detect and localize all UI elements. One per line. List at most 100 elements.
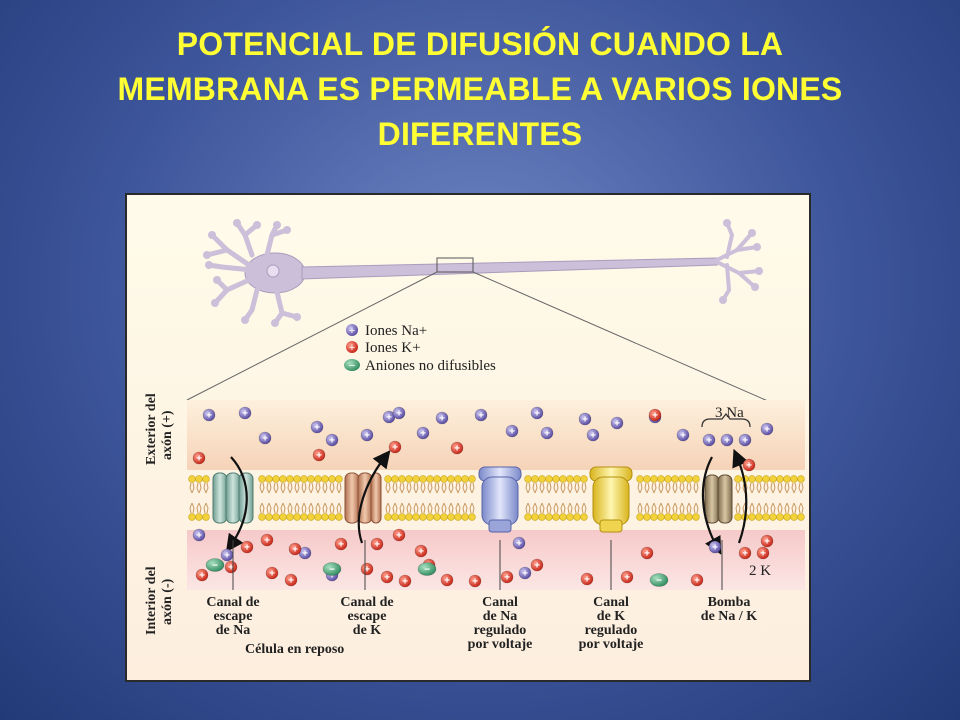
svg-text:+: +: [386, 413, 392, 424]
na-ion: [392, 406, 406, 420]
k-ion: [392, 528, 406, 542]
svg-text:+: +: [764, 537, 770, 548]
svg-text:+: +: [314, 423, 320, 434]
svg-text:+: +: [224, 551, 230, 562]
channel-5-label-2: de Na / K: [701, 609, 758, 624]
exterior-label-2: axón (+): [160, 410, 175, 460]
channel-2-label-2: escape: [348, 609, 387, 624]
anion: [417, 562, 437, 576]
na-ion: [610, 416, 624, 430]
pump-k-in-arrow: [732, 448, 749, 544]
legend-anion-label: Aniones no difusibles: [365, 358, 496, 374]
channel-4-label-1: Canal: [593, 595, 629, 610]
channel-3-label-4: por voltaje: [468, 637, 533, 652]
k-ion: [648, 408, 662, 422]
pump-brace: [701, 412, 751, 428]
na-leak-arrow: [225, 456, 248, 553]
legend-k-swatch: [346, 341, 358, 353]
channel-k-leak: [344, 472, 382, 524]
svg-text:+: +: [534, 561, 540, 572]
title-line-1: POTENCIAL DE DIFUSIÓN CUANDO LA: [176, 26, 784, 62]
svg-text:+: +: [694, 576, 700, 587]
k-ion: [312, 448, 326, 462]
channel-4-label-3: regulado: [585, 623, 638, 638]
na-ion: [676, 428, 690, 442]
channel-k-voltage: [589, 466, 633, 533]
k-ion: [195, 568, 209, 582]
svg-text:+: +: [262, 434, 268, 445]
svg-text:+: +: [384, 573, 390, 584]
k-ion: [192, 451, 206, 465]
k-ion: [334, 537, 348, 551]
svg-text:+: +: [329, 436, 335, 447]
na-k-pump: [704, 474, 733, 524]
k-ion: [530, 558, 544, 572]
svg-text:+: +: [396, 409, 402, 420]
svg-text:+: +: [742, 549, 748, 560]
channel-1-label-3: de Na: [216, 623, 251, 638]
na-ion: [416, 426, 430, 440]
svg-text:−: −: [424, 565, 430, 576]
na-ion: [258, 431, 272, 445]
svg-text:+: +: [454, 444, 460, 455]
svg-text:−: −: [656, 576, 662, 587]
pump-na-out-arrow: [701, 456, 722, 555]
na-ion: [586, 428, 600, 442]
channel-na-leak: [212, 472, 254, 524]
na-ion: [708, 540, 722, 554]
svg-text:+: +: [504, 573, 510, 584]
svg-text:+: +: [269, 569, 275, 580]
channel-3-label-3: regulado: [474, 623, 527, 638]
svg-text:+: +: [292, 545, 298, 556]
channel-1-label-2: escape: [214, 609, 253, 624]
na-ion: [540, 426, 554, 440]
svg-text:+: +: [444, 576, 450, 587]
interior-label-1: Interior del: [144, 566, 159, 635]
svg-text:+: +: [364, 565, 370, 576]
na-ion: [738, 433, 752, 447]
svg-text:+: +: [624, 573, 630, 584]
channel-5-label-1: Bomba: [708, 595, 751, 610]
svg-text:−: −: [329, 565, 335, 576]
exterior-region: [187, 400, 805, 470]
svg-text:+: +: [402, 577, 408, 588]
na-ion: [760, 422, 774, 436]
k-ion: [284, 573, 298, 587]
k-ion: [240, 540, 254, 554]
side-labels: Exterior del axón (+) Interior del axón …: [144, 393, 175, 635]
k-ion: [640, 546, 654, 560]
k-ion: [500, 570, 514, 584]
membrane-diagram: ++++++++++++++++++++++++++++++++++++++++…: [127, 195, 809, 680]
channel-1-label-1: Canal de: [206, 595, 259, 610]
anion: [322, 562, 342, 576]
legend: + Iones Na+ + Iones K+ − Aniones no difu…: [344, 323, 496, 374]
na-ion: [310, 420, 324, 434]
na-ion: [578, 412, 592, 426]
channel-3-label-1: Canal: [482, 595, 518, 610]
k-ion: [260, 533, 274, 547]
channel-3-label-2: de Na: [483, 609, 518, 624]
k-ion: [370, 537, 384, 551]
channel-4-label-2: de K: [597, 609, 626, 624]
svg-text:+: +: [516, 539, 522, 550]
svg-text:+: +: [724, 436, 730, 447]
k-ion: [690, 573, 704, 587]
na-ion: [202, 408, 216, 422]
svg-text:+: +: [522, 569, 528, 580]
na-ion: [505, 424, 519, 438]
membrane-figure: ++++++++++++++++++++++++++++++++++++++++…: [125, 193, 811, 682]
na-ion: [530, 406, 544, 420]
svg-text:+: +: [584, 575, 590, 586]
k-ion: [288, 542, 302, 556]
svg-text:+: +: [349, 325, 355, 337]
svg-text:−: −: [349, 360, 355, 372]
interior-label-2: axón (-): [160, 578, 175, 625]
k-ion: [414, 544, 428, 558]
caption-resting-cell: Célula en reposo: [245, 642, 344, 657]
svg-text:+: +: [288, 576, 294, 587]
exterior-label-1: Exterior del: [144, 393, 159, 465]
legend-na-swatch: [346, 324, 358, 336]
anion: [649, 573, 669, 587]
svg-text:+: +: [364, 431, 370, 442]
channel-4-label-4: por voltaje: [579, 637, 644, 652]
